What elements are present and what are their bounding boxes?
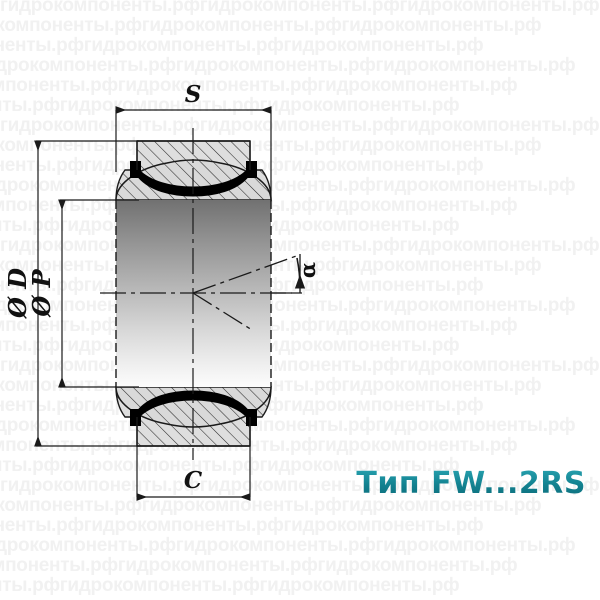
dim-d-label: Ø D <box>3 268 32 319</box>
dimension-c <box>136 446 251 501</box>
dim-p-label: Ø P <box>27 268 56 317</box>
dimension-p <box>58 199 139 388</box>
alpha-ray-upper <box>192 254 300 294</box>
dim-c-label: C <box>184 467 203 494</box>
bearing-type-label: Тип FW...2RS <box>356 466 586 501</box>
seal-top-left-block <box>130 161 141 178</box>
dimension-alpha <box>192 254 306 331</box>
dimension-d <box>34 140 139 447</box>
seal-bottom-right-block <box>246 409 257 426</box>
alpha-ray-lower <box>192 292 253 331</box>
seal-bottom-left-block <box>130 409 141 426</box>
centrelines <box>100 128 292 460</box>
seal-top-right-block <box>246 161 257 178</box>
dim-s-label: S <box>185 81 202 108</box>
alpha-arc <box>294 257 306 289</box>
dim-alpha-label: α <box>295 262 320 278</box>
